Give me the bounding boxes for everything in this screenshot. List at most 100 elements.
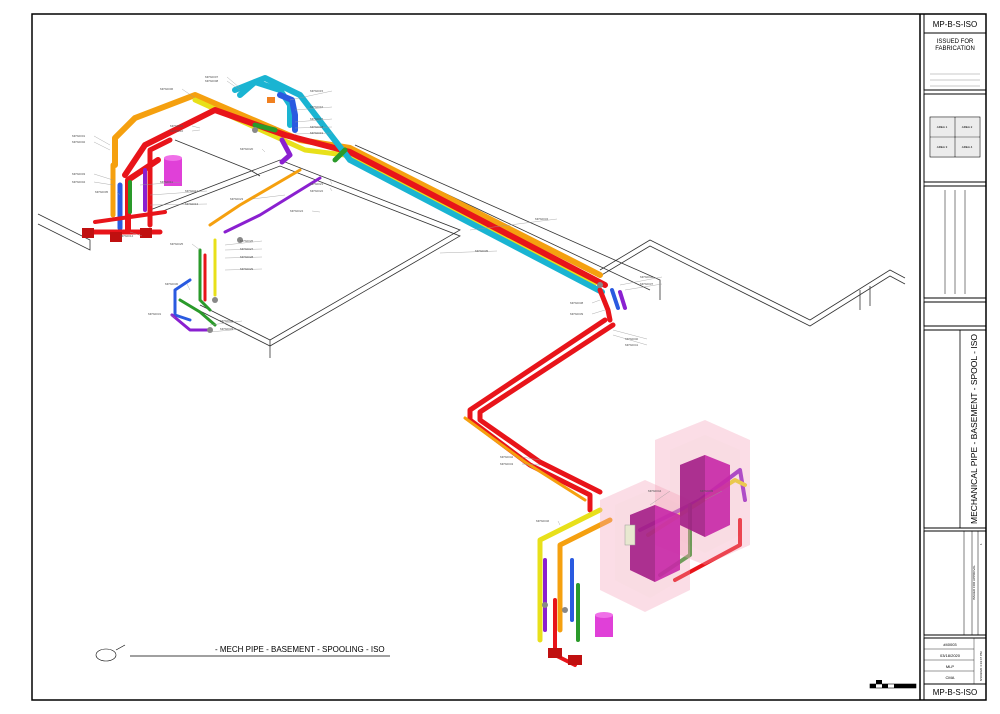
issue-status-line2: FABRICATION	[935, 46, 975, 52]
sheet-border	[31, 13, 987, 701]
pipe-tag-label: MPS0009	[170, 124, 184, 128]
pipe-tag-label: MPS0001	[72, 134, 86, 138]
expansion-tank-1	[164, 155, 182, 186]
pipe-tag-label: MPS0014	[120, 234, 134, 238]
pipe-tag: MPS0033	[209, 327, 243, 333]
pipe-tag: MPS0004	[72, 180, 114, 186]
pipe-tag: MPS0038	[570, 299, 601, 305]
pipe-tag-label: MPS0010	[170, 129, 184, 133]
pipe-tag-label: MPS0032	[220, 319, 234, 323]
pipe-tag: MPS0015	[289, 89, 333, 101]
revision-number: 1	[979, 543, 983, 545]
pipe-tag: MPS0008	[205, 79, 241, 91]
pipe-tag: MPS0024	[290, 209, 321, 213]
pipe-tag: MPS0031	[148, 312, 176, 319]
pipe-tag-label: MPS0019	[310, 131, 324, 135]
key-plan-area-2: AREA 2	[962, 125, 973, 129]
pipe-tag-label: MPS0022	[310, 189, 324, 193]
pipe-red-down-2	[477, 322, 616, 495]
pipe-tag: MPS0013	[149, 202, 208, 206]
pipe-tag-label: MPS0026	[240, 239, 254, 243]
pipe-green-upper	[252, 122, 278, 133]
equipment	[82, 97, 750, 665]
view-reference-symbol	[95, 648, 117, 662]
key-plan-area-4: AREA 4	[962, 145, 973, 149]
pipe-tag-label: MPS0027	[240, 247, 254, 251]
pipe-tag: MPS0023	[230, 194, 286, 201]
pipe-tag: MPS0028	[224, 255, 263, 259]
pipe-tag: MPS0043	[500, 462, 541, 466]
pipe-blue-drop	[173, 278, 192, 322]
pipe-tag: MPS0006	[160, 87, 196, 99]
sheet-date: 03/18/2020	[940, 653, 961, 658]
pipe-tag-label: MPS0024	[290, 209, 304, 213]
title-block: MP-B-S-ISO ISSUED FOR FABRICATION AREA 1…	[919, 13, 987, 701]
pipe-yellow-lower	[537, 507, 603, 643]
key-plan: AREA 1 AREA 2 AREA 3 AREA 4	[929, 116, 981, 158]
pipe-tag: MPS0002	[72, 140, 111, 151]
pipe-tag: MPS0032	[209, 319, 243, 326]
pipe-tag-label: MPS0008	[205, 79, 219, 83]
pipe-purple-drop	[170, 313, 212, 332]
pipe-tag: MPS0046	[536, 519, 561, 526]
pipe-tag-label: MPS0006	[160, 87, 174, 91]
pipe-tag-label: MPS0034	[535, 217, 549, 221]
air-separator	[624, 524, 636, 546]
pipe-tag: MPS0018	[294, 125, 333, 129]
pipe-main-green	[332, 147, 348, 163]
pipe-tag-label: MPS0002	[72, 140, 86, 144]
sheet-number-top: MP-B-S-ISO	[933, 20, 977, 29]
pipe-tag: MPS0042	[500, 455, 541, 461]
pipe-tag: MPS0037	[624, 282, 663, 291]
pipe-purple-upper	[279, 137, 293, 165]
pipe-tag-label: MPS0046	[536, 519, 550, 523]
view-title-block: - MECH PIPE - BASEMENT - SPOOLING - ISO	[95, 644, 390, 662]
pipe-tag: MPS0034	[469, 217, 558, 231]
pipe-tag: MPS0035	[439, 249, 498, 254]
pipe-green-drop	[198, 248, 212, 312]
issue-status-line1: ISSUED FOR	[937, 39, 974, 45]
expansion-tank-2	[595, 612, 613, 637]
drawn-by: MLP	[946, 664, 955, 669]
pipe-tag: MPS0016	[294, 105, 333, 111]
pipe-tag-label: MPS0028	[240, 255, 254, 259]
pipe-tag: MPS0007	[205, 75, 241, 89]
pipe-tag-label: MPS0016	[310, 105, 324, 109]
pipe-purple-branch	[223, 176, 322, 234]
pipe-tag: MPS0009	[170, 124, 201, 129]
pipe-tag-label: MPS0015	[310, 89, 324, 93]
pipe-tag: MPS0041	[612, 334, 648, 347]
pipe-tag: MPS0029	[224, 267, 263, 271]
pipe-tag-label: MPS0007	[205, 75, 219, 79]
pipe-tag-label: MPS0039	[570, 312, 584, 316]
pipe-tag-label: MPS0031	[148, 312, 162, 316]
pipe-tag-label: MPS0013	[185, 202, 199, 206]
pipe-tag-label: MPS0030	[165, 282, 179, 286]
checked-by: CMA	[946, 675, 955, 680]
pipe-tag: MPS0011	[139, 180, 183, 186]
pipe-blue-loop	[277, 92, 298, 133]
pipe-tag-label: MPS0037	[640, 282, 654, 286]
pipe-tag: MPS0005	[95, 190, 121, 196]
pipe-tag-label: MPS0018	[310, 125, 324, 129]
pipe-tag: MPS0027	[224, 247, 263, 251]
pipe-left-red-2	[147, 137, 173, 228]
pipe-tag: MPS0045	[700, 489, 723, 501]
pipe-tag-label: MPS0036	[640, 275, 654, 279]
pipe-orange-lower	[557, 517, 613, 633]
valve-cluster	[207, 127, 603, 613]
pipe-tags: MPS0001MPS0002MPS0003MPS0004MPS0005MPS00…	[72, 75, 723, 526]
pipe-tag-label: MPS0012	[185, 189, 199, 193]
pipe-riser-red	[597, 287, 613, 323]
pipe-red-down-1	[467, 317, 608, 513]
pipe-tag: MPS0039	[570, 309, 606, 316]
pipe-tag-label: MPS0017	[310, 117, 324, 121]
pipe-tag-label: MPS0025	[170, 242, 184, 246]
pipe-tag: MPS0001	[72, 134, 111, 146]
pump-group-lower	[548, 648, 582, 665]
pipe-tag-label: MPS0042	[500, 455, 514, 459]
chiller-2	[680, 455, 730, 537]
pipe-red-chiller	[673, 518, 742, 582]
pipe-tag-label: MPS0003	[72, 172, 86, 176]
